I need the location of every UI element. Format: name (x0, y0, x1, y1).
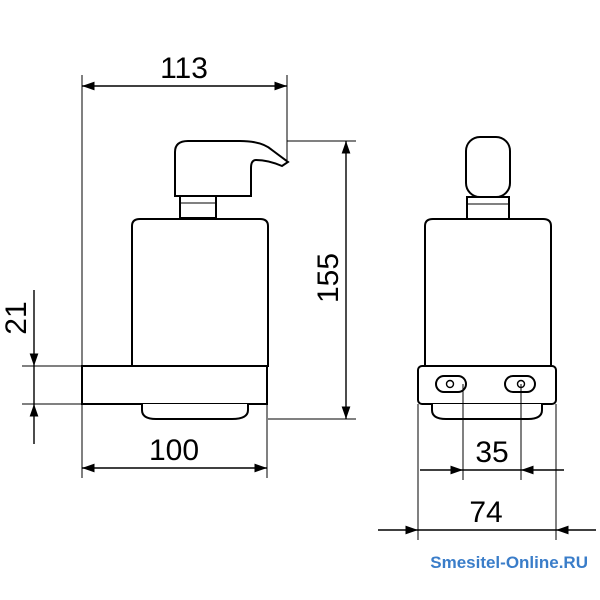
dim-side-width: 74 (378, 404, 596, 540)
dim-label-35: 35 (475, 436, 508, 469)
front-base-plate (81, 365, 268, 405)
watermark-text: Smesitel-Online.RU (430, 553, 588, 572)
dim-front-height: 155 (268, 140, 356, 420)
dim-front-base-width: 100 (81, 404, 268, 478)
dim-label-113: 113 (160, 52, 208, 85)
dim-slot-spacing: 35 (420, 384, 564, 480)
front-pump-neck (179, 195, 217, 219)
dim-label-155: 155 (312, 253, 345, 303)
side-pump-head (465, 136, 511, 198)
dim-label-74: 74 (469, 496, 502, 529)
dim-label-100: 100 (149, 434, 199, 467)
front-view (81, 140, 290, 420)
front-wall-bracket (141, 404, 249, 420)
front-pump-spout (174, 140, 290, 197)
mounting-slot-right (504, 375, 536, 393)
dim-front-width: 113 (81, 52, 288, 366)
side-pump-neck (466, 196, 510, 220)
front-bottle (131, 218, 269, 367)
side-bottle (424, 218, 552, 367)
dim-front-base-height: 21 (0, 290, 82, 444)
side-view (417, 136, 557, 420)
dim-label-21: 21 (0, 301, 33, 334)
mounting-slot-left (435, 375, 467, 393)
side-wall-bracket (431, 404, 543, 420)
